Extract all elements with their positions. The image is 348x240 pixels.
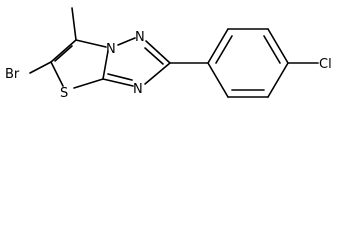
bond-c2-n1	[144, 62, 171, 85]
bond-c5-br	[29, 61, 52, 74]
bond-methyl-c6	[71, 7, 77, 41]
atom-nitrogen-upper: N	[135, 30, 145, 45]
bond-n1-c7a	[102, 78, 134, 87]
molecule-structure: Br S N N N Cl	[5, 7, 332, 101]
bond-c5-s	[50, 61, 64, 87]
bond-n1-c7a-inner	[107, 73, 133, 81]
atom-chlorine: Cl	[319, 57, 332, 72]
bond-n3-c2-inner	[144, 47, 164, 65]
atom-nitrogen-bridgehead: N	[106, 42, 116, 57]
bond-ph-c1-c2-inner	[215, 35, 233, 64]
bond-n4-c6	[75, 39, 107, 48]
bond-c6-c5-inner	[54, 45, 73, 62]
atom-sulfur: S	[60, 86, 68, 101]
bond-c6-c5	[50, 39, 77, 63]
bond-ph-c1-c2	[207, 28, 229, 64]
bond-s-c7a	[73, 78, 104, 89]
bond-ph-c4-c5	[267, 62, 289, 98]
atom-bromine: Br	[5, 67, 20, 82]
bond-n3-c2	[145, 40, 171, 64]
bond-c7a-n4	[102, 50, 109, 80]
bond-n4-n3	[117, 37, 136, 46]
bond-ph-c3-c4	[267, 28, 289, 64]
bond-ph-c3-c4-inner	[263, 35, 281, 64]
bond-ph-c6-c1	[207, 62, 229, 98]
atom-nitrogen-lower: N	[133, 82, 143, 97]
